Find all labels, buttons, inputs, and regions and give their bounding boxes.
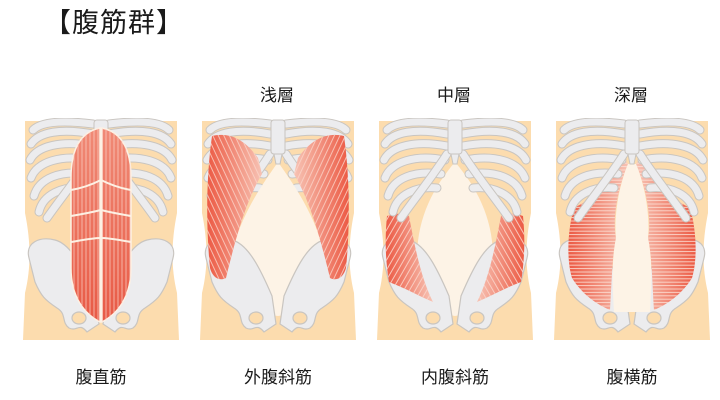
transversus-abdominis-muscle bbox=[568, 158, 696, 310]
layer-label-deep: 深層 bbox=[614, 86, 648, 106]
panel-transversus-abdominis bbox=[552, 118, 712, 344]
rectus-abdominis-illustration bbox=[23, 118, 179, 340]
external-oblique-muscle bbox=[207, 134, 349, 280]
rectus-abdominis-muscle bbox=[70, 127, 132, 324]
internal-oblique-illustration bbox=[377, 118, 533, 340]
label-external-oblique: 外腹斜筋 bbox=[244, 368, 312, 388]
page-title: 【腹筋群】 bbox=[44, 8, 184, 39]
internal-oblique-muscle bbox=[385, 213, 525, 302]
label-transversus-abdominis: 腹横筋 bbox=[606, 368, 658, 388]
layer-label-superficial: 浅層 bbox=[260, 86, 294, 106]
label-internal-oblique: 内腹斜筋 bbox=[421, 368, 489, 388]
external-oblique-illustration bbox=[200, 118, 356, 340]
layer-label-middle: 中層 bbox=[437, 86, 471, 106]
transversus-abdominis-illustration bbox=[554, 118, 710, 340]
panel-external-oblique bbox=[198, 118, 358, 344]
label-rectus-abdominis: 腹直筋 bbox=[75, 368, 127, 388]
panel-internal-oblique bbox=[375, 118, 535, 344]
panel-rectus-abdominis bbox=[21, 118, 181, 344]
